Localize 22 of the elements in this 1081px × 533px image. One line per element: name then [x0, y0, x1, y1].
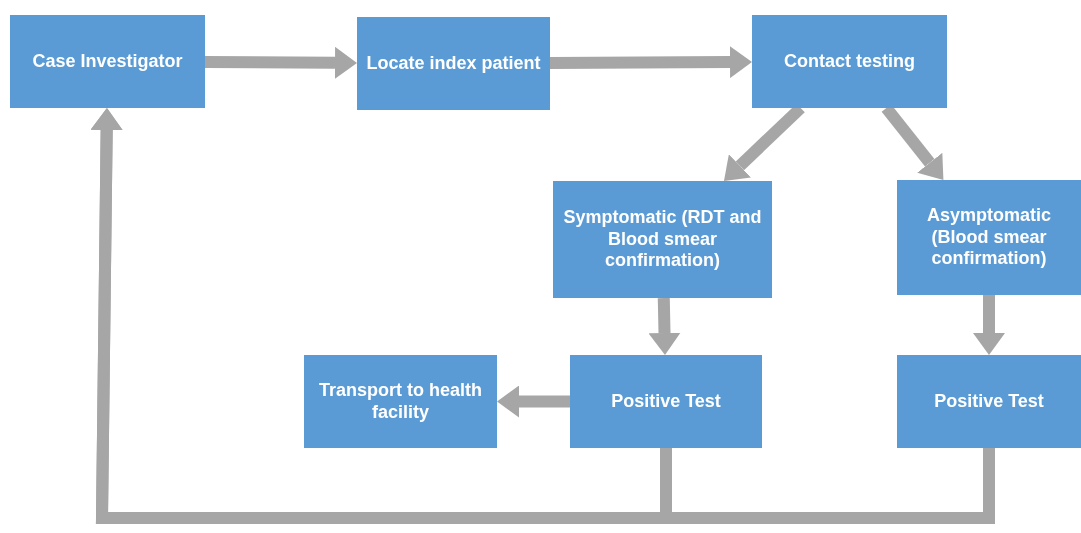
box-label: Positive Test — [934, 390, 1044, 413]
process-box — [10, 15, 205, 108]
arrow — [648, 297, 681, 355]
box-label: Case Investigator — [32, 50, 183, 73]
arrow — [973, 295, 1005, 355]
arrow — [549, 46, 752, 79]
process-box — [357, 17, 550, 110]
box-label: Transport to health facility — [318, 379, 483, 424]
arrow — [90, 108, 995, 524]
box-label: Symptomatic (RDT and Blood smear confirmation) — [562, 207, 763, 272]
box-label: Asymptomatic (Blood smear confirmation) — [926, 205, 1052, 270]
arrow — [497, 385, 570, 418]
process-box — [897, 355, 1081, 448]
process-box — [752, 15, 947, 108]
box-label: Locate index patient — [366, 52, 541, 75]
process-box — [304, 355, 497, 448]
process-box — [553, 181, 772, 298]
arrow — [204, 46, 357, 79]
process-box — [570, 355, 762, 448]
process-box — [897, 180, 1081, 295]
box-label: Positive Test — [611, 390, 721, 413]
box-label: Contact testing — [784, 50, 915, 73]
